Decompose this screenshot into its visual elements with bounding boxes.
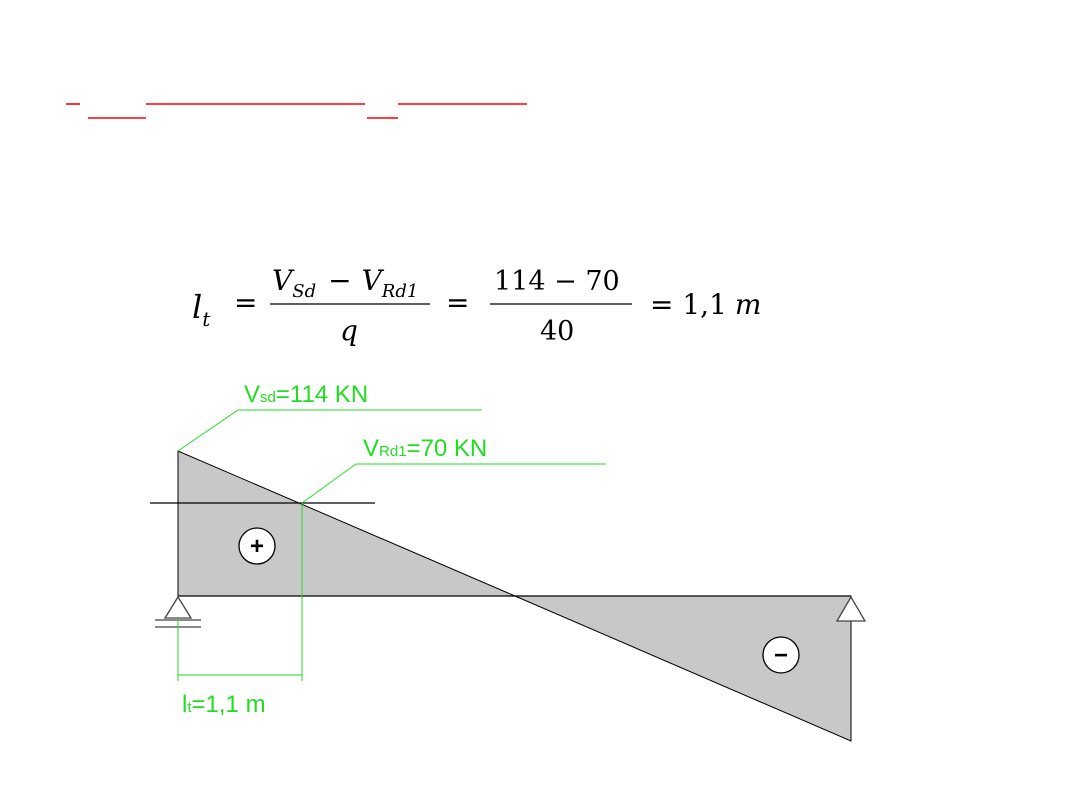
svg-text:lt: lt [192,288,211,331]
negative-shear-area [514,595,852,742]
annotation-labels: Vsd=114 KN VRd1=70 KN lt=1,1 m [182,381,487,718]
formula-eq2: = [446,286,469,319]
vsd-leader-line [177,409,482,452]
formula-result-unit: m [735,288,762,321]
minus-sign-circle [762,636,800,674]
formula-eq1: = [234,286,257,319]
formula-num-1-sub: Sd [292,281,316,302]
formula-result: = 1,1 [650,288,727,321]
formula-denom-value: 40 [540,316,574,347]
formula-minus-1: − [328,264,351,297]
annotations [177,409,606,681]
vrd1-leader-line [301,463,606,504]
vsd-label: Vsd=114 KN [244,381,368,408]
formula-num-2: V [362,264,385,297]
vrd1-label: VRd1=70 KN [363,435,487,462]
right-support-icon [835,595,867,622]
formula-num-1: V [272,264,295,297]
formula-lhs-sub: t [202,307,211,331]
minus-sign: − [774,642,788,669]
positive-shear-area [177,450,516,597]
svg-text:= 1,1m: = 1,1m [650,288,761,321]
red-underline-marks [66,103,527,119]
formula-denom: q [340,314,358,347]
formula-num-value: 114 − 70 [494,266,620,297]
shear-force-diagram: + − [150,450,867,742]
formula-lhs-symbol: l [192,288,202,326]
plus-sign-circle [238,527,276,565]
svg-text:VSd−VRd1: VSd−VRd1 [272,264,418,302]
plus-sign: + [250,533,264,560]
lt-label: lt=1,1 m [182,691,266,718]
formula-num-2-sub: Rd1 [381,281,419,302]
